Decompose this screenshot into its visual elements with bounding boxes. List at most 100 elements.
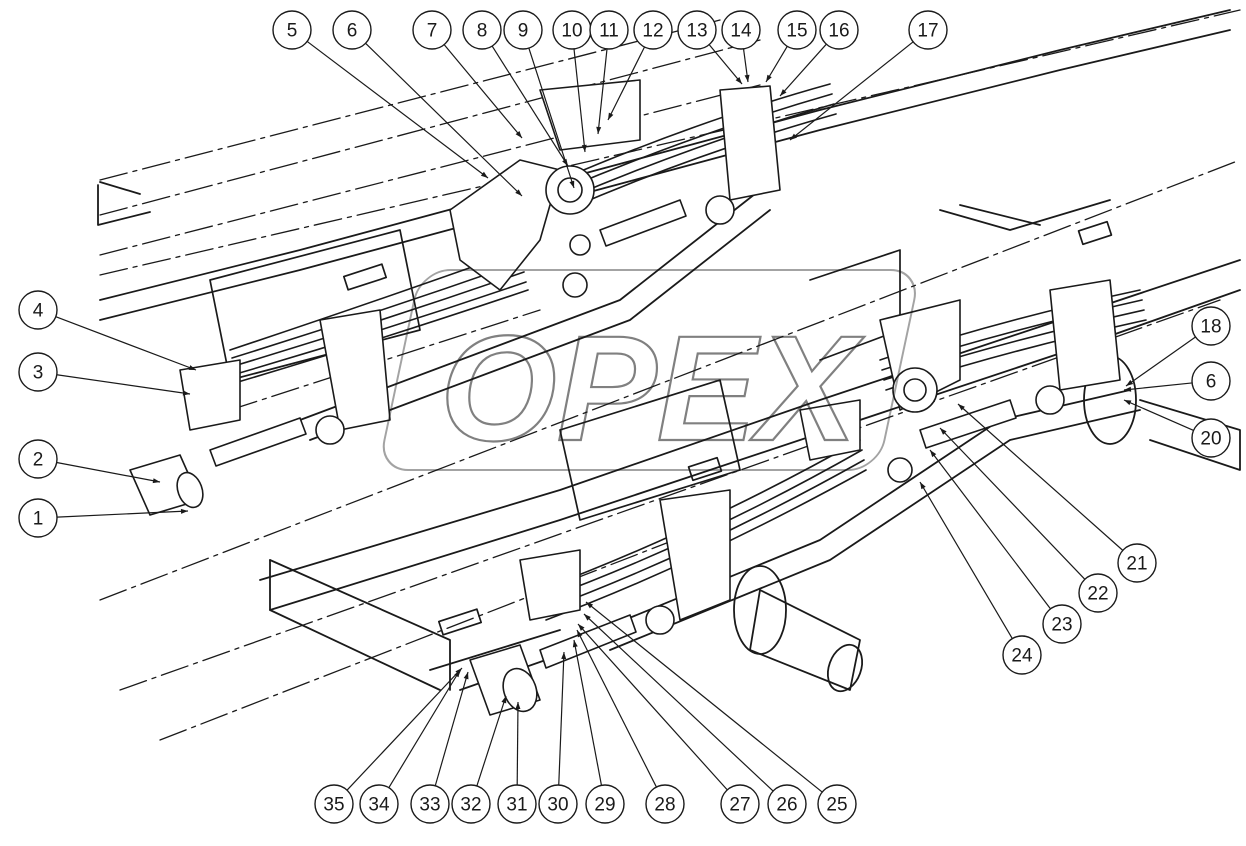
callout-circle bbox=[777, 10, 817, 50]
leader-line bbox=[573, 48, 586, 153]
callout-circle bbox=[1191, 361, 1231, 401]
leader-line bbox=[583, 613, 774, 792]
callout-number: 13 bbox=[686, 21, 707, 42]
leader-line bbox=[558, 651, 565, 786]
leader-line bbox=[789, 41, 914, 141]
leader-arrowhead bbox=[790, 133, 798, 140]
leader-arrowhead bbox=[596, 126, 602, 134]
callout-number: 6 bbox=[347, 21, 358, 42]
leader-arrowhead bbox=[572, 640, 578, 648]
leader-line bbox=[919, 481, 1013, 639]
leader-line bbox=[708, 44, 743, 85]
callout-circle bbox=[767, 784, 807, 824]
callout-25: 25 bbox=[585, 601, 857, 824]
callout-circle bbox=[645, 784, 685, 824]
callout-12: 12 bbox=[607, 10, 673, 121]
callout-circle bbox=[412, 10, 452, 50]
callout-circle bbox=[677, 10, 717, 50]
callout-number: 20 bbox=[1200, 429, 1221, 450]
callout-9: 9 bbox=[503, 10, 575, 189]
callout-28: 28 bbox=[576, 629, 685, 824]
callout-number: 29 bbox=[594, 795, 615, 816]
callout-circle bbox=[462, 10, 502, 50]
callout-circle bbox=[720, 784, 760, 824]
leader-line bbox=[1123, 399, 1194, 431]
leader-line bbox=[957, 403, 1124, 551]
callout-13: 13 bbox=[677, 10, 743, 85]
leader-line bbox=[1125, 336, 1196, 387]
callout-number: 30 bbox=[547, 795, 568, 816]
callout-27: 27 bbox=[577, 623, 760, 824]
callout-circle bbox=[1002, 635, 1042, 675]
leader-arrowhead bbox=[920, 482, 926, 490]
callout-35: 35 bbox=[314, 667, 463, 824]
callout-number: 1 bbox=[33, 509, 44, 530]
callout-6: 6 bbox=[1123, 361, 1231, 401]
callout-circle bbox=[332, 10, 372, 50]
callout-22: 22 bbox=[939, 427, 1118, 613]
leader-arrowhead bbox=[735, 77, 742, 84]
watermark: OPEX bbox=[382, 269, 916, 473]
callout-33: 33 bbox=[410, 671, 469, 824]
callout-circle bbox=[18, 352, 58, 392]
callout-5: 5 bbox=[272, 10, 489, 179]
callout-circle bbox=[538, 784, 578, 824]
callout-circle bbox=[721, 10, 761, 50]
leader-arrowhead bbox=[152, 478, 160, 484]
leader-arrowhead bbox=[1124, 386, 1132, 392]
callout-number: 2 bbox=[33, 450, 44, 471]
callout-number: 28 bbox=[654, 795, 675, 816]
callout-11: 11 bbox=[589, 10, 629, 135]
leader-line bbox=[939, 427, 1086, 580]
callout-18: 18 bbox=[1125, 306, 1231, 387]
leader-arrowhead bbox=[940, 428, 947, 435]
callout-34: 34 bbox=[359, 669, 461, 824]
callout-number: 21 bbox=[1126, 554, 1147, 575]
callout-number: 10 bbox=[561, 21, 582, 42]
leader-line bbox=[779, 43, 827, 97]
frame-centerlines bbox=[99, 9, 1241, 741]
callout-circle bbox=[497, 784, 537, 824]
callout-17: 17 bbox=[789, 10, 948, 141]
callout-circle bbox=[817, 784, 857, 824]
leader-line bbox=[491, 45, 569, 167]
leader-line bbox=[607, 46, 646, 121]
callout-8: 8 bbox=[462, 10, 569, 167]
leader-arrowhead bbox=[581, 144, 587, 152]
leader-arrowhead bbox=[455, 668, 462, 675]
callout-20: 20 bbox=[1123, 399, 1231, 458]
leader-arrowhead bbox=[561, 652, 567, 660]
callout-1: 1 bbox=[18, 498, 189, 538]
callout-number: 3 bbox=[33, 363, 44, 384]
leader-arrowhead bbox=[1124, 400, 1132, 406]
callout-14: 14 bbox=[721, 10, 761, 83]
leader-line bbox=[306, 40, 489, 179]
callout-number: 34 bbox=[368, 795, 390, 816]
leader-line bbox=[388, 669, 461, 789]
frame-rails bbox=[97, 9, 1241, 691]
leader-arrowhead bbox=[930, 450, 937, 458]
leader-arrowhead bbox=[584, 614, 591, 621]
callout-circle bbox=[633, 10, 673, 50]
callout-number: 26 bbox=[776, 795, 797, 816]
leader-line bbox=[443, 44, 523, 139]
callout-number: 5 bbox=[287, 21, 298, 42]
callout-number: 4 bbox=[33, 301, 44, 322]
callout-circle bbox=[908, 10, 948, 50]
leader-line bbox=[528, 47, 575, 189]
callout-circle bbox=[589, 10, 629, 50]
callout-2: 2 bbox=[18, 439, 161, 484]
callout-circle bbox=[1191, 418, 1231, 458]
callout-number: 7 bbox=[427, 21, 438, 42]
callout-23: 23 bbox=[929, 449, 1082, 644]
callout-number: 6 bbox=[1206, 372, 1217, 393]
leader-arrowhead bbox=[515, 702, 521, 710]
leader-arrowhead bbox=[608, 112, 614, 120]
callout-6: 6 bbox=[332, 10, 523, 197]
callout-15: 15 bbox=[765, 10, 817, 83]
callout-number: 12 bbox=[642, 21, 663, 42]
leader-arrowhead bbox=[577, 630, 583, 638]
callout-number: 17 bbox=[917, 21, 938, 42]
leader-line bbox=[56, 374, 191, 395]
